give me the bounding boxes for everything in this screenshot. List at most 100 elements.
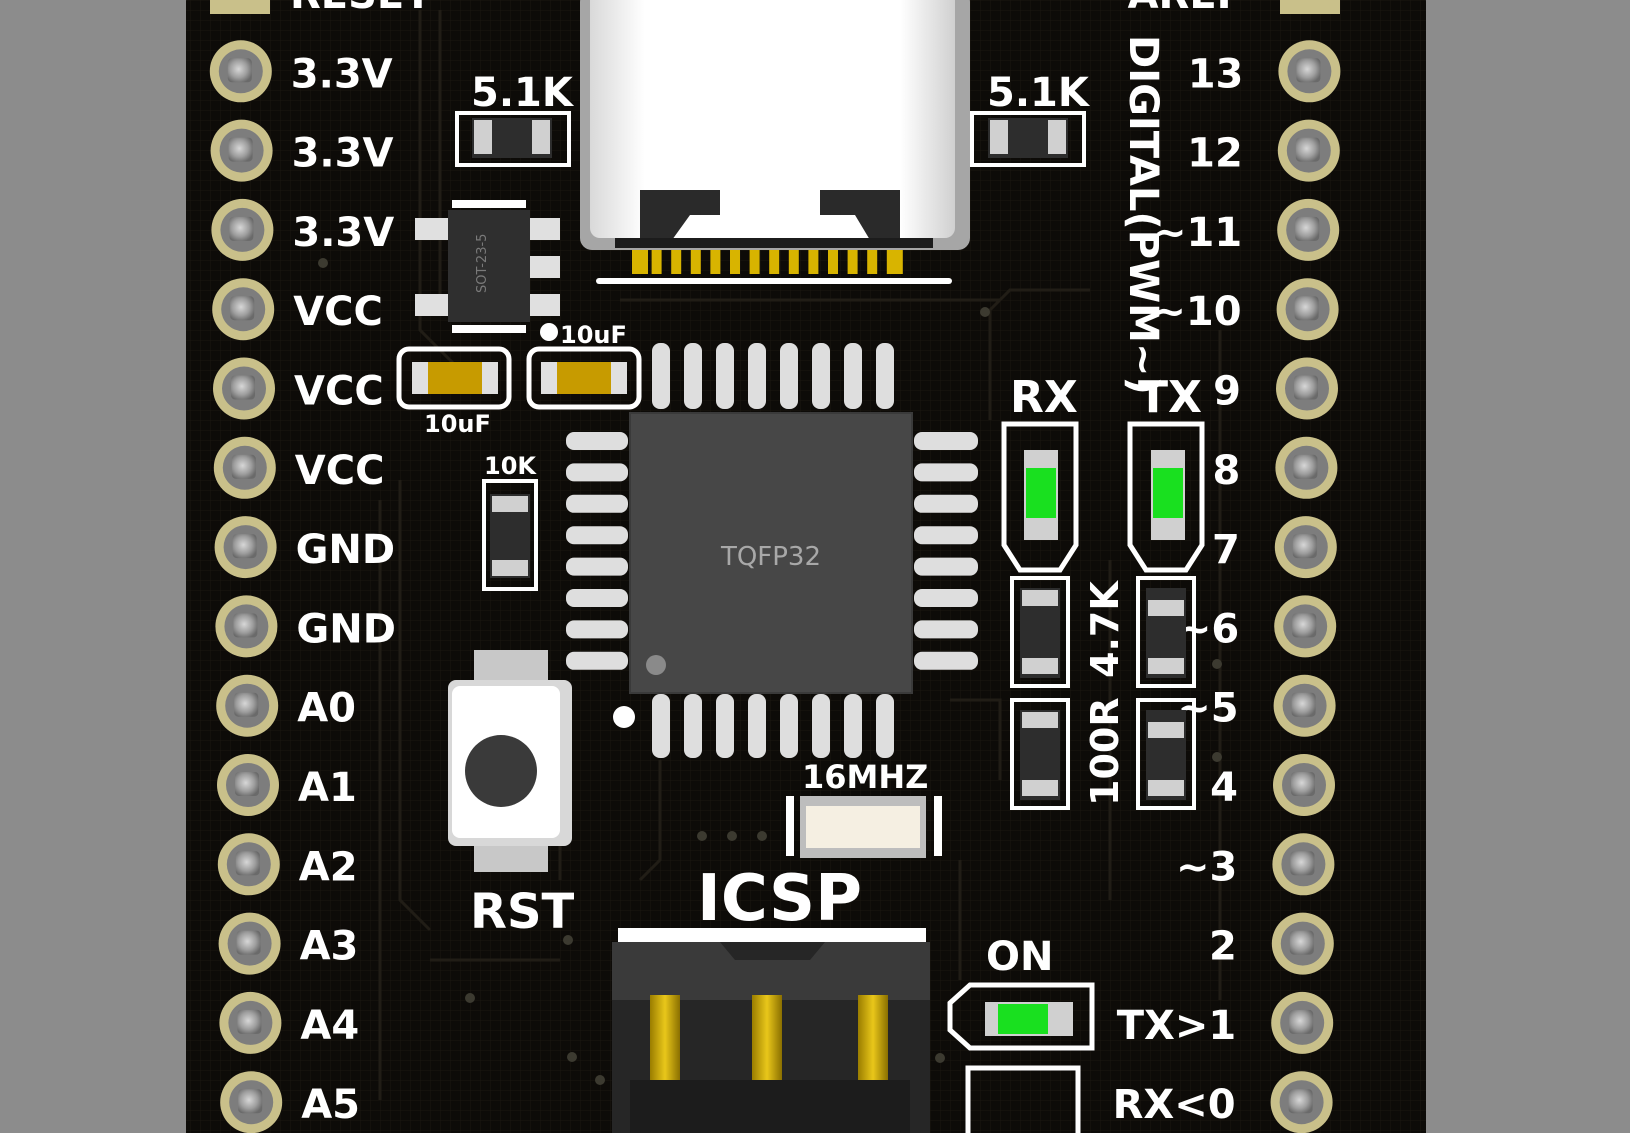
left-pin-label: 3.3V — [292, 210, 394, 256]
right-pin-label: 2 — [1209, 924, 1237, 970]
right-pin-label: AREF — [1128, 0, 1244, 18]
left-pin-label: GND — [296, 527, 396, 573]
left-pin-post — [232, 534, 257, 559]
left-pin-post — [231, 375, 255, 400]
left-pin-label: GND — [296, 606, 396, 652]
mcu-pin — [684, 343, 702, 409]
mcu-pin — [716, 343, 734, 409]
mcu-pin — [780, 694, 798, 758]
mcu-package-label: TQFP32 — [720, 542, 821, 572]
left-pin-post — [233, 613, 258, 638]
left-pin-pad — [210, 0, 270, 14]
mcu-pin — [876, 694, 894, 758]
led-resistor-100r-label: 100R — [1083, 697, 1127, 806]
mcu-pin — [566, 526, 628, 545]
usb-c-pad — [730, 250, 740, 274]
icsp-header — [612, 928, 930, 1133]
mcu-pin — [914, 526, 978, 545]
mcu-pin — [914, 651, 978, 670]
right-pin-post — [1290, 851, 1315, 876]
left-pin-label: A2 — [299, 844, 358, 890]
right-pin-post — [1295, 137, 1320, 162]
usb-c-pad — [788, 250, 799, 274]
left-pin-label: VCC — [295, 448, 385, 494]
led-rx-label: RX — [1010, 372, 1078, 423]
cc-resistor-right-label: 5.1K — [987, 70, 1091, 116]
crystal-label: 16MHZ — [802, 758, 928, 796]
led-resistors — [1010, 576, 1196, 810]
usb-c-pad — [651, 250, 662, 274]
right-pin-post — [1292, 613, 1317, 638]
mcu-pin — [812, 694, 830, 758]
capacitor-right — [526, 323, 642, 410]
usb-c-pad — [886, 250, 903, 274]
right-pin-label: TX>1 — [1117, 1003, 1236, 1049]
right-pin-post — [1296, 58, 1321, 83]
usb-c-pad — [749, 250, 760, 274]
left-pin-post — [235, 772, 259, 796]
right-pin-post — [1289, 1009, 1314, 1034]
mcu-chip — [629, 412, 913, 694]
right-pin-post — [1292, 534, 1317, 559]
left-pin-label: 3.3V — [292, 131, 394, 177]
mcu-pin — [780, 343, 798, 409]
mcu-pins — [566, 343, 978, 758]
usb-c-pad — [769, 250, 780, 274]
mcu-pin — [914, 432, 978, 450]
reset-pullup-label: 10K — [484, 452, 537, 480]
mcu-pin — [914, 620, 978, 639]
mcu-pin — [566, 620, 628, 639]
left-pin-header — [209, 0, 283, 1133]
mcu-pin — [566, 651, 628, 670]
reset-button-label: RST — [470, 884, 575, 940]
usb-c-pad — [710, 250, 721, 274]
led-power — [947, 982, 1095, 1133]
capacitor-right-label: 10uF — [560, 321, 627, 349]
left-pin-label: RESET — [290, 0, 432, 18]
left-pin-post — [231, 454, 256, 479]
left-pin-label: 3.3V — [291, 51, 393, 97]
right-pin-label: ~11 — [1153, 210, 1242, 256]
left-pin-post — [235, 851, 260, 876]
right-pin-post — [1294, 375, 1318, 400]
right-pin-label: ~5 — [1177, 686, 1238, 732]
left-pin-label: A5 — [301, 1082, 360, 1128]
left-pin-label: A4 — [300, 1003, 359, 1049]
capacitor-left-label: 10uF — [424, 410, 491, 438]
right-pin-label: 4 — [1210, 765, 1238, 811]
mcu-pin — [914, 463, 978, 482]
mcu-pin — [566, 589, 628, 607]
mcu-pin — [716, 694, 734, 758]
left-pin-label: VCC — [293, 289, 383, 335]
digital-pwm-label: DIGITAL(PWM~) — [1120, 35, 1166, 395]
right-pin-label: 7 — [1212, 527, 1240, 573]
led-tx — [1127, 421, 1205, 573]
mcu-pin — [684, 694, 702, 758]
mcu-pin — [844, 694, 862, 758]
left-pin-post — [237, 1009, 262, 1034]
right-pin-label: 12 — [1187, 131, 1243, 177]
mcu-pin — [566, 557, 628, 576]
capacitor-left — [396, 346, 512, 410]
mcu-pin — [914, 557, 978, 576]
right-pin-label: ~6 — [1178, 606, 1239, 652]
reset-button — [448, 650, 572, 872]
left-pin-label: A1 — [298, 765, 357, 811]
left-pin-labels: RESET3.3V3.3V3.3VVCCVCCVCCGNDGNDA0A1A2A3… — [290, 0, 432, 1128]
right-pin-post — [1289, 930, 1314, 955]
mcu-pin — [876, 343, 894, 409]
reset-pullup-resistor — [482, 479, 538, 591]
left-pin-post — [238, 1089, 263, 1114]
usb-c-pad — [671, 250, 682, 274]
right-pin-label: ~10 — [1152, 289, 1241, 335]
left-pin-post — [236, 930, 261, 955]
cc-resistor-right — [970, 111, 1086, 167]
right-pin-label: 8 — [1213, 448, 1241, 494]
right-pin-label: 13 — [1188, 51, 1244, 97]
crystal-oscillator — [786, 796, 942, 858]
mcu-pin — [748, 343, 766, 409]
mcu-pin — [914, 494, 978, 513]
usb-c-pad — [847, 250, 858, 274]
